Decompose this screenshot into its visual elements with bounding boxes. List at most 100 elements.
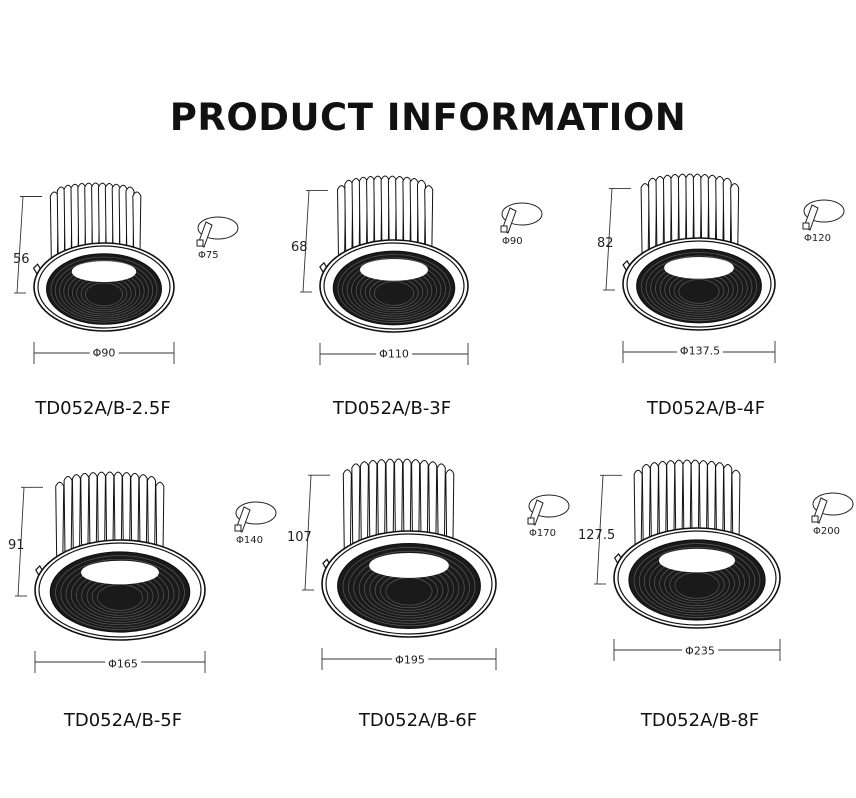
diameter-dimension: Φ195 bbox=[392, 653, 428, 667]
cutout-hole-icon bbox=[196, 216, 239, 248]
heatsink-fin bbox=[722, 177, 732, 259]
light-aperture bbox=[360, 258, 428, 281]
light-aperture bbox=[664, 256, 734, 279]
height-dimension: 56 bbox=[13, 252, 30, 267]
cutout-hole-icon bbox=[527, 494, 570, 526]
height-dimension-line bbox=[302, 474, 330, 591]
height-line bbox=[16, 196, 24, 294]
heatsink-fin bbox=[376, 459, 386, 555]
reflector-ring bbox=[342, 257, 446, 321]
lamp-body bbox=[613, 459, 781, 629]
heatsink-fin bbox=[436, 463, 446, 555]
reflector-ring bbox=[60, 558, 180, 628]
cutout-hole-icon bbox=[234, 501, 277, 533]
heatsink-fin bbox=[125, 186, 135, 263]
cutout-ellipse bbox=[197, 216, 239, 240]
cutout-base bbox=[527, 517, 535, 525]
height-dimension-line bbox=[300, 189, 328, 293]
heatsink-fin bbox=[633, 469, 643, 551]
reflector-ring bbox=[348, 550, 470, 624]
reflector-ring bbox=[342, 547, 476, 627]
height-dimension: 82 bbox=[597, 236, 614, 251]
heatsink-fin bbox=[715, 462, 725, 551]
cutout-shape bbox=[802, 199, 845, 231]
lamp-body bbox=[622, 173, 776, 331]
product-model: TD052A/B-4F bbox=[646, 398, 766, 419]
heatsink-fin bbox=[730, 183, 740, 259]
height-line bbox=[17, 487, 25, 597]
reflector-ring bbox=[96, 584, 144, 611]
heatsink-fin bbox=[359, 461, 369, 555]
product-model: TD052A/B-3F bbox=[332, 398, 452, 419]
cutout-dimension: Φ120 bbox=[804, 233, 831, 244]
height-dimension: 127.5 bbox=[578, 528, 616, 543]
heatsink-fin bbox=[445, 469, 455, 555]
cutout-shape bbox=[500, 202, 543, 234]
height-line bbox=[605, 188, 613, 291]
reflector-ring bbox=[55, 555, 185, 630]
cutout-shape bbox=[527, 494, 570, 526]
diameter-dimension: Φ235 bbox=[682, 644, 718, 658]
cutout-hole-icon bbox=[500, 202, 543, 234]
cutout-dimension: Φ90 bbox=[502, 236, 523, 247]
cutout-base bbox=[500, 225, 508, 233]
cutout-ellipse bbox=[235, 501, 277, 525]
cutout-ellipse bbox=[812, 492, 854, 516]
product-model: TD052A/B-2.5F bbox=[35, 398, 171, 419]
heatsink-fin bbox=[416, 179, 426, 261]
heatsink-fin bbox=[132, 191, 142, 263]
light-aperture bbox=[71, 261, 137, 283]
cutout-base bbox=[234, 524, 242, 532]
height-dimension-line bbox=[594, 474, 622, 585]
height-dimension: 91 bbox=[8, 538, 25, 553]
reflector-ring bbox=[84, 282, 124, 307]
cutout-dimension: Φ75 bbox=[198, 250, 219, 261]
light-aperture bbox=[369, 552, 449, 578]
diameter-dimension: Φ165 bbox=[105, 657, 141, 671]
heatsink-fin bbox=[731, 469, 741, 551]
light-aperture bbox=[81, 560, 159, 585]
cutout-hole-icon bbox=[811, 492, 854, 524]
heatsink-fin bbox=[138, 474, 148, 563]
reflector-ring bbox=[337, 254, 451, 323]
heatsink-fin bbox=[155, 481, 165, 563]
product-model: TD052A/B-5F bbox=[63, 710, 183, 731]
height-line bbox=[596, 475, 604, 585]
heatsink-fin bbox=[723, 464, 733, 551]
height-dimension: 107 bbox=[287, 530, 312, 545]
product-model: TD052A/B-8F bbox=[640, 710, 760, 731]
reflector-ring bbox=[645, 255, 753, 319]
cutout-dimension: Φ140 bbox=[236, 535, 263, 546]
cutout-shape bbox=[234, 501, 277, 533]
reflector-ring bbox=[633, 543, 761, 618]
lamp-body bbox=[34, 471, 206, 641]
heatsink-fin bbox=[385, 458, 395, 555]
heatsink-fin bbox=[368, 459, 378, 555]
reflector-ring bbox=[50, 256, 158, 323]
reflector-ring bbox=[678, 279, 720, 304]
cutout-ellipse bbox=[528, 494, 570, 518]
page-title: PRODUCT INFORMATION bbox=[169, 96, 687, 139]
cutout-shape bbox=[196, 216, 239, 248]
diameter-dimension: Φ90 bbox=[89, 346, 119, 360]
heatsink-fins bbox=[633, 459, 741, 551]
cutout-base bbox=[811, 515, 819, 523]
heatsink-fin bbox=[147, 476, 157, 563]
reflector-ring bbox=[638, 546, 756, 616]
diameter-dimension: Φ137.5 bbox=[676, 344, 724, 358]
lamp-body bbox=[32, 182, 175, 332]
height-dimension-line bbox=[15, 486, 43, 597]
cutout-shape bbox=[811, 492, 854, 524]
lamp-body bbox=[321, 458, 497, 638]
heatsink-fin bbox=[424, 185, 434, 261]
cutout-hole-icon bbox=[802, 199, 845, 231]
cutout-dimension: Φ170 bbox=[529, 528, 556, 539]
cutout-base bbox=[196, 239, 204, 247]
height-dimension: 68 bbox=[291, 240, 308, 255]
heatsink-fins bbox=[337, 175, 434, 261]
